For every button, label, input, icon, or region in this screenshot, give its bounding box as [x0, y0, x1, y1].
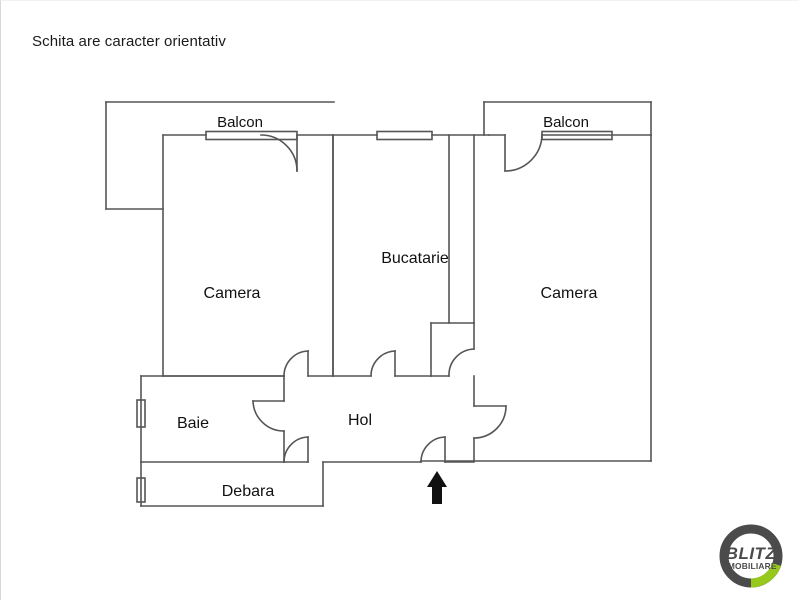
- room-label-hol: Hol: [348, 412, 372, 429]
- logo-svg: BLITZ IMOBILIARE: [719, 524, 783, 588]
- door-arc-bucatarie: [370, 350, 396, 377]
- blitz-imobiliare-logo: BLITZ IMOBILIARE: [717, 522, 785, 590]
- room-label-balcon-left: Balcon: [217, 114, 263, 131]
- room-label-camera-left: Camera: [204, 285, 261, 302]
- page-title: Schita are caracter orientativ: [32, 33, 226, 50]
- logo-brand-text: BLITZ: [726, 544, 777, 563]
- entrance-arrow: [427, 471, 447, 504]
- door-arc-balcony-right: [504, 134, 543, 172]
- room-label-bucatarie: Bucatarie: [381, 250, 449, 267]
- room-label-camera-right: Camera: [541, 285, 598, 302]
- door-arc-camera-left: [283, 350, 309, 377]
- window-debara: [136, 477, 146, 503]
- door-arc-camera-right: [473, 405, 507, 439]
- door-arc-entrance: [420, 436, 446, 463]
- room-label-baie: Baie: [177, 415, 209, 432]
- door-arc-niche: [448, 348, 475, 377]
- room-label-debara: Debara: [222, 483, 275, 500]
- plan-walls: [105, 101, 652, 507]
- window-bucatarie: [376, 130, 433, 141]
- door-arc-balcony-left: [260, 134, 298, 172]
- door-arc-baie: [252, 400, 285, 432]
- room-label-balcon-right: Balcon: [543, 114, 589, 131]
- door-arc-debara: [283, 436, 309, 463]
- logo-accent-arc: [750, 562, 781, 588]
- window-baie: [136, 399, 146, 428]
- logo-subtitle-text: IMOBILIARE: [725, 561, 777, 571]
- window-camera-left: [205, 130, 298, 141]
